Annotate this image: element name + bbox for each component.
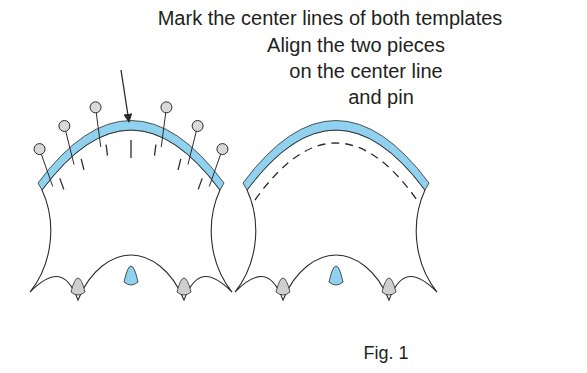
stitch-line <box>255 143 417 200</box>
figure-caption: Fig. 1 <box>363 343 408 364</box>
dart-grey <box>71 278 85 295</box>
instruction-note: Align the two pieces <box>267 34 445 57</box>
pin-head <box>90 102 101 113</box>
pin-head <box>217 144 228 155</box>
pin-head <box>161 102 172 113</box>
center-mark <box>81 159 84 170</box>
center-mark <box>178 159 181 170</box>
center-mark <box>60 178 64 189</box>
seam-band <box>38 121 224 191</box>
pointer-arrow <box>121 70 129 122</box>
dart-blue <box>124 266 138 285</box>
dart-blue <box>329 266 343 285</box>
dart-grey <box>382 278 396 295</box>
dart-grey <box>177 278 191 295</box>
piece-outline <box>30 130 232 300</box>
center-mark <box>198 178 202 189</box>
center-mark <box>155 145 156 156</box>
pin-head <box>192 120 203 131</box>
instruction-note: Mark the center lines of both templates <box>158 7 503 30</box>
instruction-note: on the center line <box>289 60 442 83</box>
pattern-piece <box>235 121 437 301</box>
pin-head <box>34 144 45 155</box>
center-mark <box>106 145 107 156</box>
instruction-note: and pin <box>348 86 414 109</box>
piece-outline <box>235 130 437 300</box>
dart-grey <box>276 278 290 295</box>
center-mark <box>130 140 131 158</box>
pattern-piece <box>30 102 232 300</box>
seam-band <box>243 121 429 191</box>
pin-head <box>59 120 70 131</box>
